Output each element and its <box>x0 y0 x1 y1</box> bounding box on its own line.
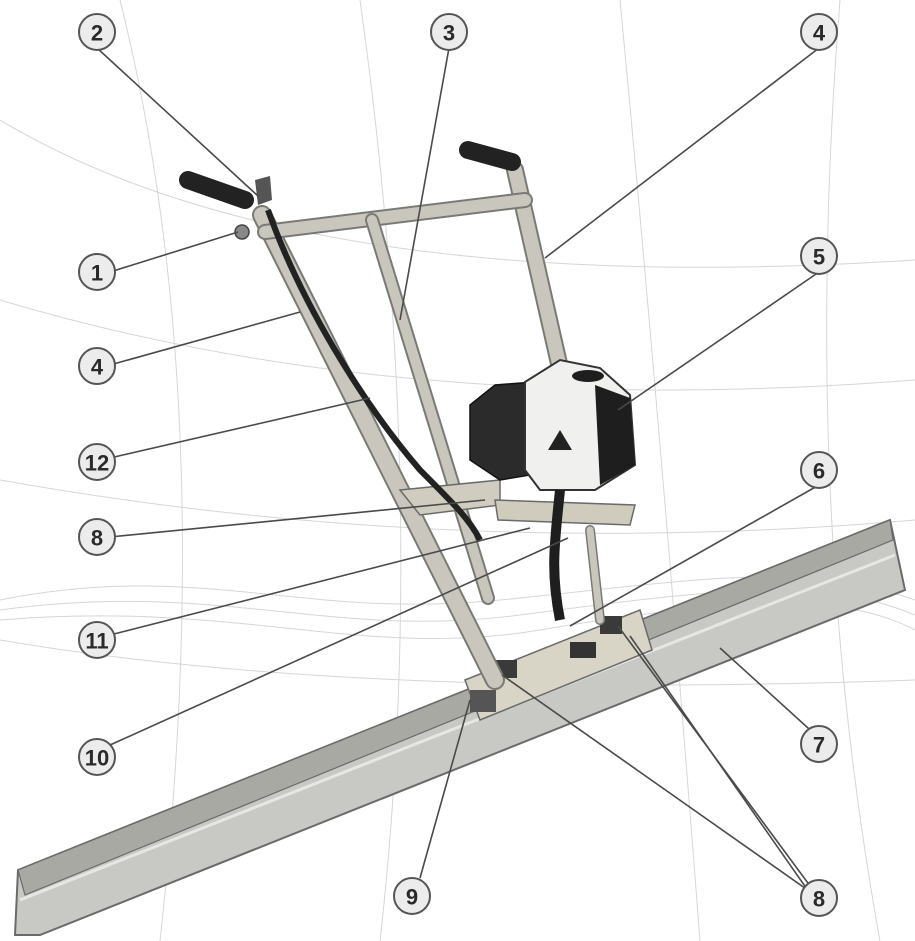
callout-label-4-left: 4 <box>91 355 104 380</box>
mounting-bracket <box>464 608 653 721</box>
engine-assembly <box>469 358 637 621</box>
callout-label-12: 12 <box>85 451 109 476</box>
callout-1: 1 <box>78 253 116 291</box>
callout-label-7: 7 <box>813 733 825 758</box>
leader-lines <box>96 47 820 899</box>
callout-label-6: 6 <box>813 459 825 484</box>
callout-2: 2 <box>78 13 116 51</box>
left-grip <box>179 171 254 209</box>
callout-label-3: 3 <box>443 21 455 46</box>
stop-switch <box>255 176 272 205</box>
callout-label-8-left: 8 <box>91 526 103 551</box>
callout-label-11: 11 <box>85 629 108 654</box>
callout-4-left: 4 <box>78 347 116 385</box>
callout-label-1: 1 <box>91 261 103 286</box>
callout-10: 10 <box>78 738 116 776</box>
callout-3: 3 <box>430 13 468 51</box>
callout-label-8-bottom: 8 <box>813 887 825 912</box>
bracket-label-plate <box>570 642 596 658</box>
engine-platform <box>494 499 636 526</box>
callout-4-right: 4 <box>800 13 838 51</box>
callout-label-5: 5 <box>813 245 825 270</box>
fuel-cap <box>572 370 604 382</box>
callout-label-9: 9 <box>406 885 418 910</box>
bracket-opening <box>470 690 496 712</box>
callout-label-10: 10 <box>85 746 109 771</box>
callouts: 1 2 3 4 4 5 6 7 <box>78 13 838 917</box>
callout-9: 9 <box>393 877 431 915</box>
callout-label-2: 2 <box>91 21 103 46</box>
callout-7: 7 <box>800 725 838 763</box>
rubber-mount-right <box>600 616 622 634</box>
drive-shaft <box>549 489 565 621</box>
callout-11: 11 <box>78 621 116 659</box>
callout-5: 5 <box>800 237 838 275</box>
callout-6: 6 <box>800 451 838 489</box>
warning-label-icon <box>548 430 572 450</box>
throttle-cable <box>265 208 483 542</box>
callout-8-left: 8 <box>78 518 116 556</box>
callout-8-bottom: 8 <box>800 879 838 917</box>
right-grip <box>459 141 521 171</box>
handle-grips <box>179 141 521 240</box>
screed-blade <box>13 518 907 936</box>
callout-12: 12 <box>78 443 116 481</box>
throttle-trigger <box>234 224 250 240</box>
callout-label-4-right: 4 <box>813 21 826 46</box>
